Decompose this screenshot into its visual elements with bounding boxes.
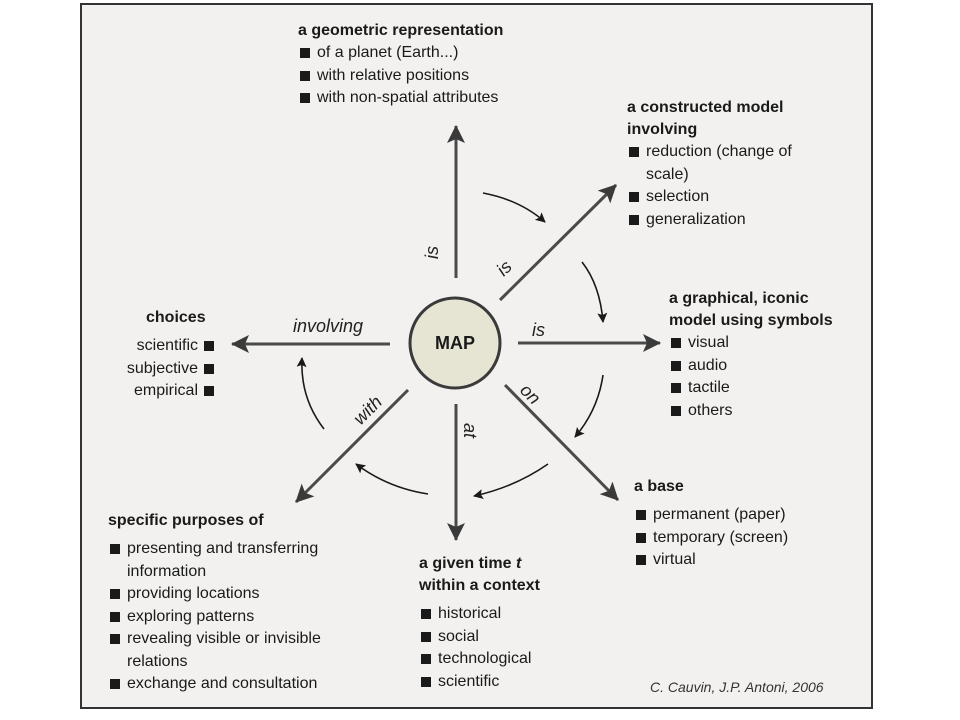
relation-label-up: is	[422, 246, 442, 259]
list-item: with relative positions	[298, 65, 503, 88]
relation-label-right: is	[532, 320, 545, 340]
block-time-title-line2: within a context	[419, 577, 540, 594]
list-item: exchange and consultation	[108, 673, 377, 696]
block-base-title: a base	[634, 478, 684, 495]
block-purposes-title: specific purposes of	[108, 512, 264, 529]
block-constructed-title-line1: a constructed model	[627, 99, 784, 116]
relation-label-left: involving	[293, 316, 364, 336]
arrow-lower-left	[294, 388, 410, 504]
list-item: providing locations	[108, 583, 377, 606]
relation-label-down: at	[460, 422, 481, 439]
list-item: tactile	[669, 377, 833, 400]
map-node	[408, 296, 502, 390]
block-geometric: a geometric representation of a planet (…	[298, 20, 503, 110]
list-item: selection	[627, 186, 827, 209]
list-item: scientific	[110, 335, 216, 358]
list-item: permanent (paper)	[634, 504, 788, 527]
list-item: audio	[669, 355, 833, 378]
list-item: others	[669, 400, 833, 423]
map-node-label: MAP	[435, 333, 475, 353]
block-purposes: specific purposes of presenting and tran…	[108, 510, 377, 696]
block-time-title-text: a given time	[419, 555, 512, 572]
list-item: exploring patterns	[108, 606, 377, 629]
block-time-title-t: t	[515, 555, 522, 572]
block-graphical-model: a graphical, iconic model using symbols …	[669, 288, 833, 422]
block-given-time: a given time t within a context historic…	[419, 553, 540, 693]
list-item: scientific	[419, 671, 540, 694]
list-item: social	[419, 626, 540, 649]
list-item: historical	[419, 603, 540, 626]
flow-arrow-1	[482, 192, 546, 223]
credit-text: C. Cauvin, J.P. Antoni, 2006	[650, 679, 824, 695]
block-graphical-title-line2: model using symbols	[669, 312, 833, 329]
list-item: virtual	[634, 549, 788, 572]
list-item: of a planet (Earth...)	[298, 42, 503, 65]
list-item: technological	[419, 648, 540, 671]
arrow-upper-right	[498, 183, 618, 302]
block-constructed-model: a constructed model involving reduction …	[627, 97, 827, 231]
list-item: visual	[669, 332, 833, 355]
arrow-lower-right	[503, 383, 620, 502]
block-constructed-title-line2: involving	[627, 121, 698, 138]
block-geometric-title: a geometric representation	[298, 22, 504, 39]
list-item: with non-spatial attributes	[298, 87, 503, 110]
list-item: subjective	[110, 358, 216, 381]
block-graphical-title-line1: a graphical, iconic	[669, 290, 809, 307]
list-item: revealing visible or invisible relations	[108, 628, 377, 673]
list-item: reduction (change of scale)	[627, 141, 816, 186]
block-time-title-line1: a given time t	[419, 553, 540, 575]
flow-arrow-3	[574, 374, 604, 438]
list-item: generalization	[627, 209, 827, 232]
list-item: empirical	[110, 380, 216, 403]
flow-arrow-5	[355, 463, 429, 495]
block-choices-title: choices	[146, 309, 206, 326]
list-item: presenting and transferring information	[108, 538, 377, 583]
flow-arrow-2	[581, 261, 608, 323]
flow-arrow-6	[296, 357, 325, 430]
list-item: temporary (screen)	[634, 527, 788, 550]
block-choices: choices scientific subjective empirical	[110, 307, 216, 403]
block-base: a base permanent (paper) temporary (scre…	[634, 476, 788, 572]
flow-arrow-4	[473, 463, 549, 499]
